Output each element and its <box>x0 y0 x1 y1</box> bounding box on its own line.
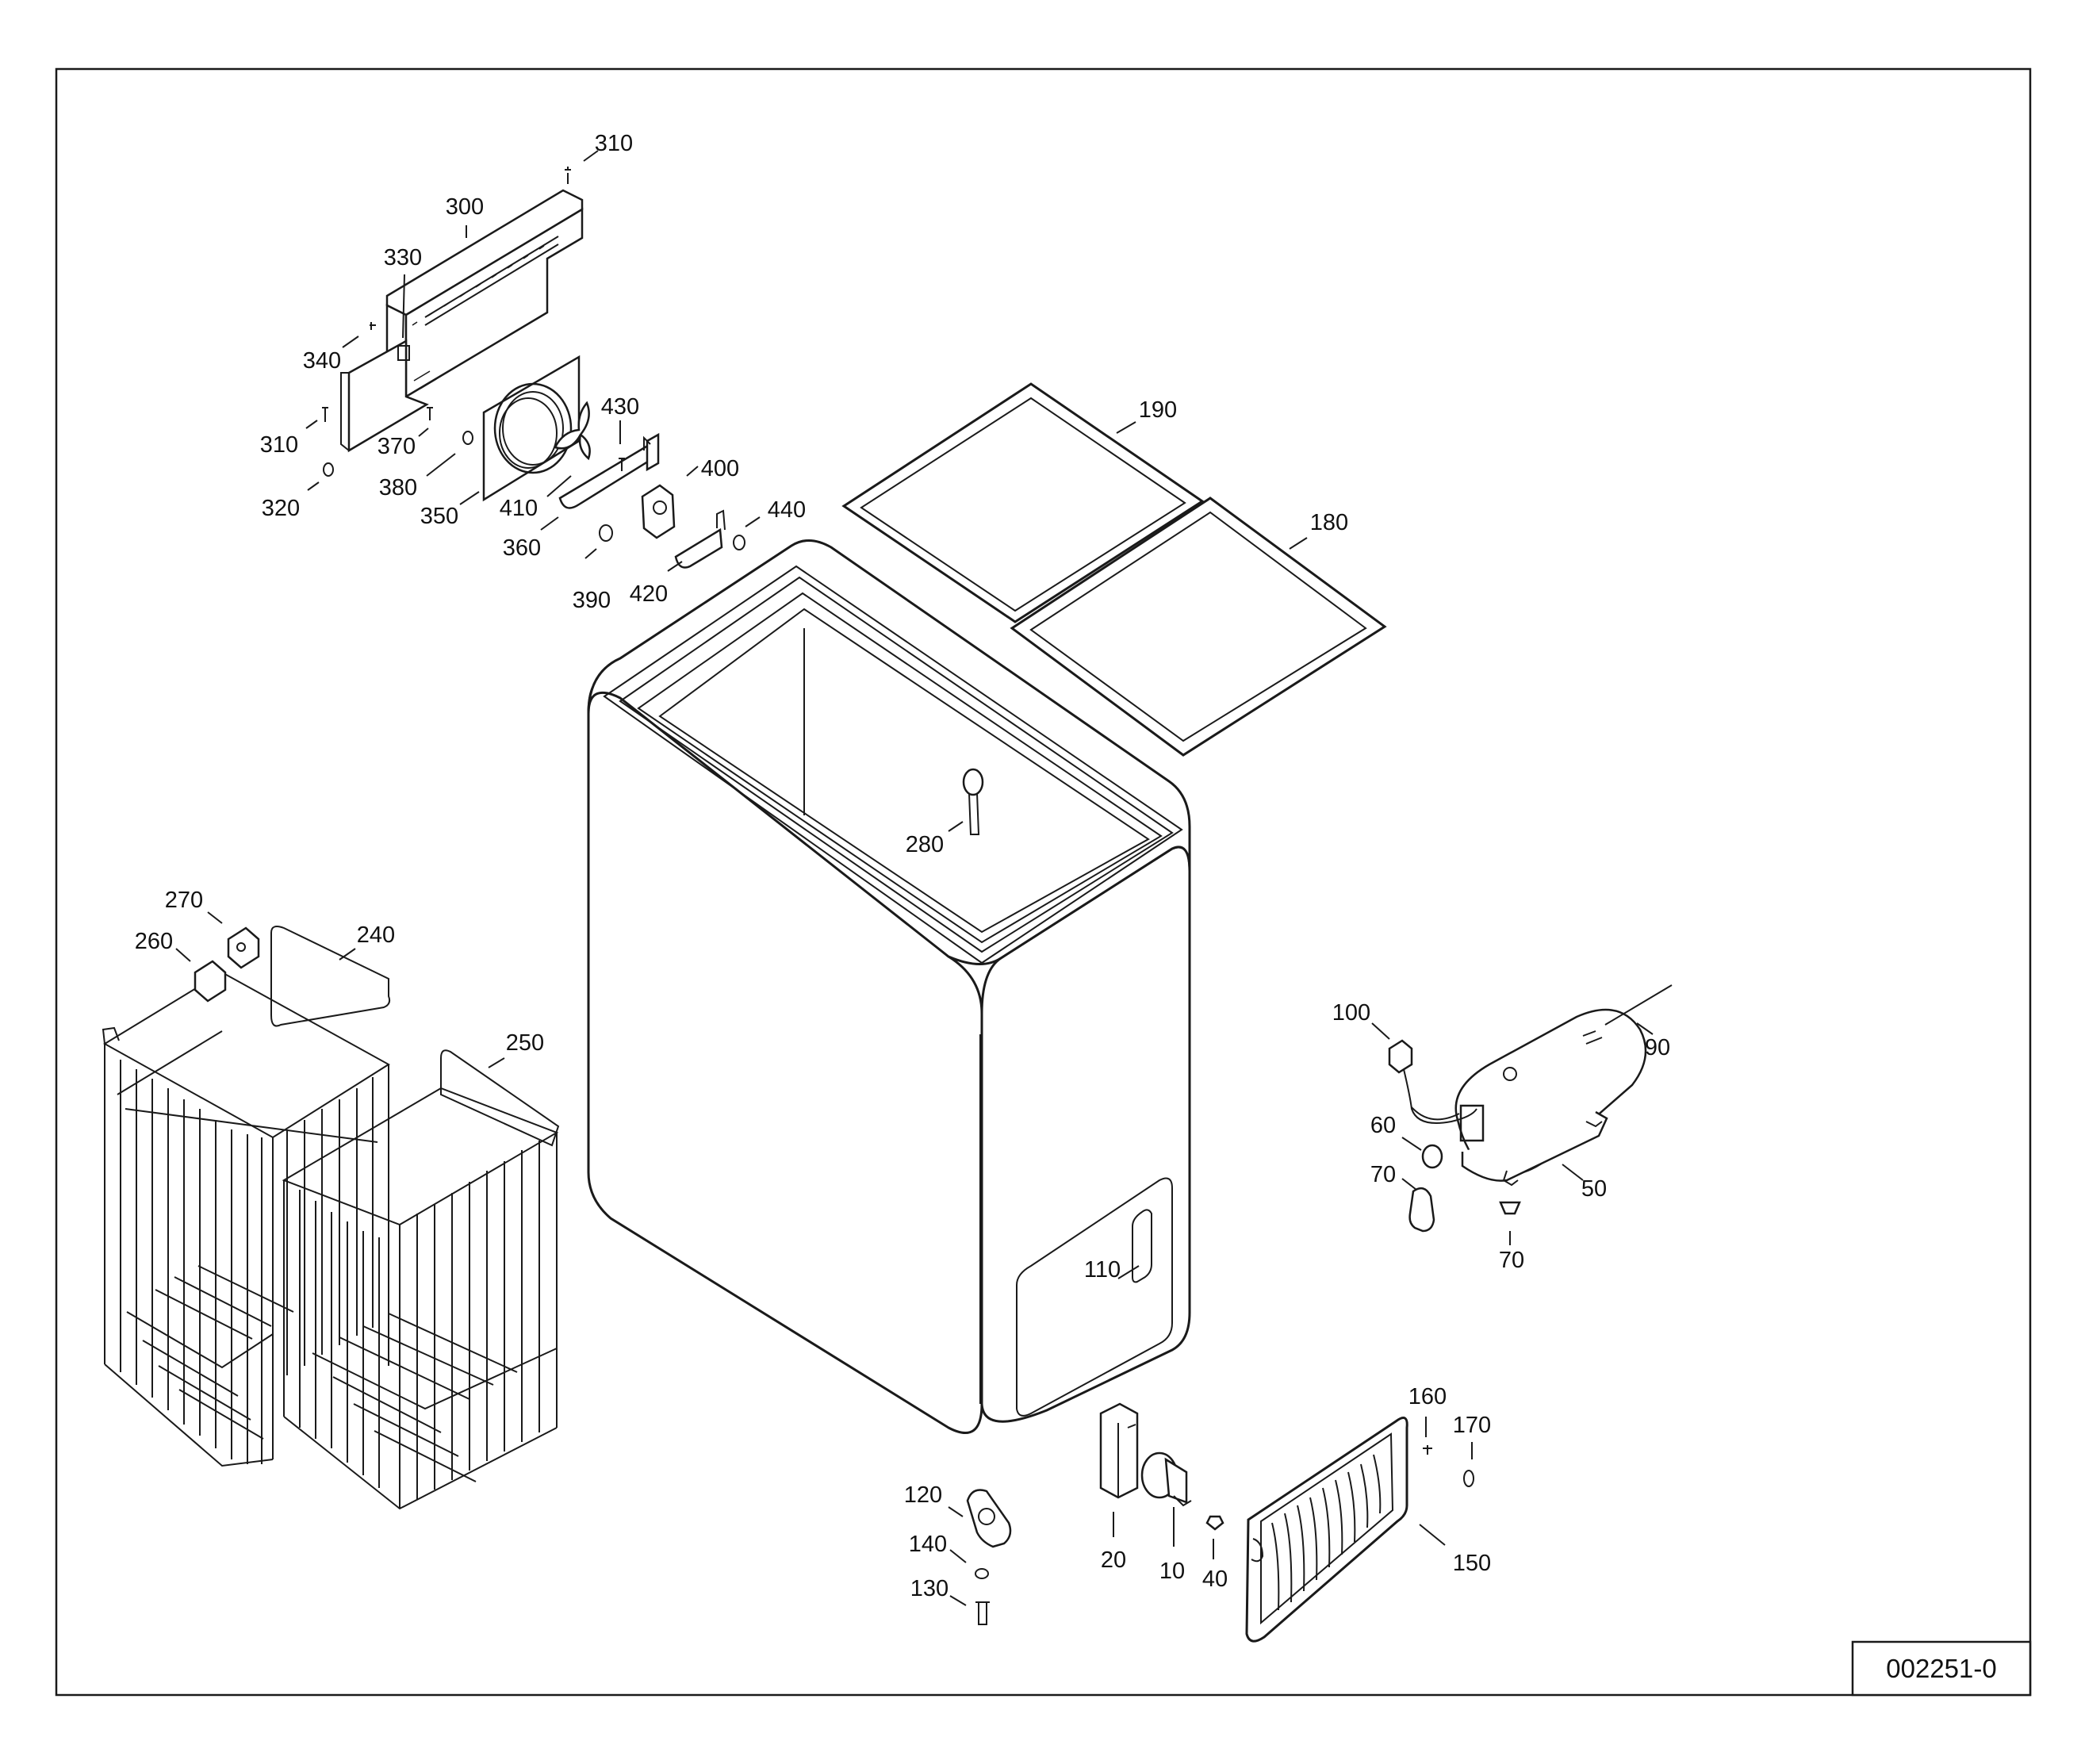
callout-40: 40 <box>1202 1567 1228 1592</box>
callout-310: 310 <box>595 131 633 156</box>
part-310-screw-left <box>322 407 328 422</box>
callout-340: 340 <box>303 348 341 374</box>
part-70-foot-right <box>1499 1201 1521 1215</box>
callout-410: 410 <box>500 496 538 521</box>
fan-shroud-350 <box>482 355 581 502</box>
part-430-screw <box>619 458 625 471</box>
callout-100: 100 <box>1332 1000 1370 1026</box>
evaporator-panel-300 <box>340 189 584 453</box>
callout-130: 130 <box>910 1576 949 1601</box>
callout-430: 430 <box>601 394 639 420</box>
part-160-screw <box>1423 1445 1432 1455</box>
callout-50: 50 <box>1581 1176 1607 1202</box>
part-440-nut <box>733 535 745 550</box>
callout-370: 370 <box>377 434 416 459</box>
callout-240: 240 <box>357 922 395 948</box>
callout-170: 170 <box>1453 1413 1491 1438</box>
callout-10: 10 <box>1159 1559 1185 1584</box>
fan-motor-400 <box>641 484 676 539</box>
part-330-switch <box>397 345 410 361</box>
lid-180 <box>1010 497 1387 757</box>
callout-150: 150 <box>1453 1551 1491 1576</box>
basket-250 <box>282 1049 560 1510</box>
callout-360: 360 <box>503 535 541 561</box>
part-270-clip <box>227 926 260 969</box>
callout-110: 110 <box>1084 1257 1121 1283</box>
basket-240 <box>102 926 391 1467</box>
bracket-360 <box>558 432 660 509</box>
callout-70: 70 <box>1370 1162 1396 1187</box>
lid-190 <box>841 382 1205 623</box>
callout-labels: 310 300 330 340 310 370 430 320 380 350 … <box>135 131 1670 1601</box>
callout-270: 270 <box>165 888 203 913</box>
callout-330: 330 <box>384 245 422 270</box>
part-280-drain-plug <box>962 768 984 835</box>
power-cord-100 <box>1388 1039 1477 1124</box>
part-310-screw-top <box>565 167 571 184</box>
part-380-washer <box>462 431 473 445</box>
callout-180: 180 <box>1310 510 1348 535</box>
callout-250: 250 <box>506 1030 544 1056</box>
drawing-frame <box>55 67 2032 1697</box>
castor-120 <box>966 1489 1012 1625</box>
part-320-nut <box>323 462 334 477</box>
callout-190: 190 <box>1139 397 1177 423</box>
callout-400: 400 <box>701 456 739 481</box>
callout-20: 20 <box>1101 1547 1126 1573</box>
bracket-420 <box>674 509 726 569</box>
callout-90: 90 <box>1645 1035 1670 1060</box>
callout-320: 320 <box>262 496 300 521</box>
callout-120: 120 <box>904 1482 942 1508</box>
callout-60: 60 <box>1370 1113 1396 1138</box>
small-hardware <box>322 167 745 550</box>
part-390-nut <box>599 524 613 542</box>
fan-blade-410 <box>554 401 591 461</box>
drawing-code-box: 002251-0 <box>1851 1640 2032 1697</box>
callout-140: 140 <box>909 1532 947 1557</box>
callout-160: 160 <box>1408 1384 1447 1409</box>
part-40-screw <box>1205 1515 1224 1531</box>
callout-260: 260 <box>135 929 173 954</box>
part-70-foot-left <box>1408 1187 1435 1233</box>
callout-440: 440 <box>768 497 806 523</box>
relay-20 <box>1099 1402 1139 1499</box>
leader-lines <box>175 150 1654 1606</box>
callout-310: 310 <box>260 432 298 458</box>
part-130-bolt <box>975 1601 990 1625</box>
freezer-cabinet <box>587 539 1191 1435</box>
callout-300: 300 <box>446 194 484 220</box>
rear-grille-150 <box>1245 1417 1474 1643</box>
drawing-code: 002251-0 <box>1886 1654 1996 1683</box>
part-340-screw <box>370 322 376 330</box>
callout-390: 390 <box>573 588 611 613</box>
starter-10 <box>1140 1451 1192 1507</box>
part-170-washer <box>1463 1470 1474 1487</box>
callout-280: 280 <box>906 832 944 857</box>
callout-420: 420 <box>630 581 668 607</box>
part-110-handle <box>1132 1209 1152 1283</box>
part-90-tube <box>1604 984 1673 1026</box>
part-60-grommet <box>1421 1144 1443 1169</box>
part-260-clip <box>194 960 227 1003</box>
callout-70: 70 <box>1499 1248 1524 1273</box>
compressor-50 <box>1454 984 1673 1187</box>
callout-350: 350 <box>420 504 458 529</box>
part-370-screw <box>427 407 433 420</box>
callout-380: 380 <box>379 475 417 500</box>
part-140-washer <box>975 1568 989 1579</box>
